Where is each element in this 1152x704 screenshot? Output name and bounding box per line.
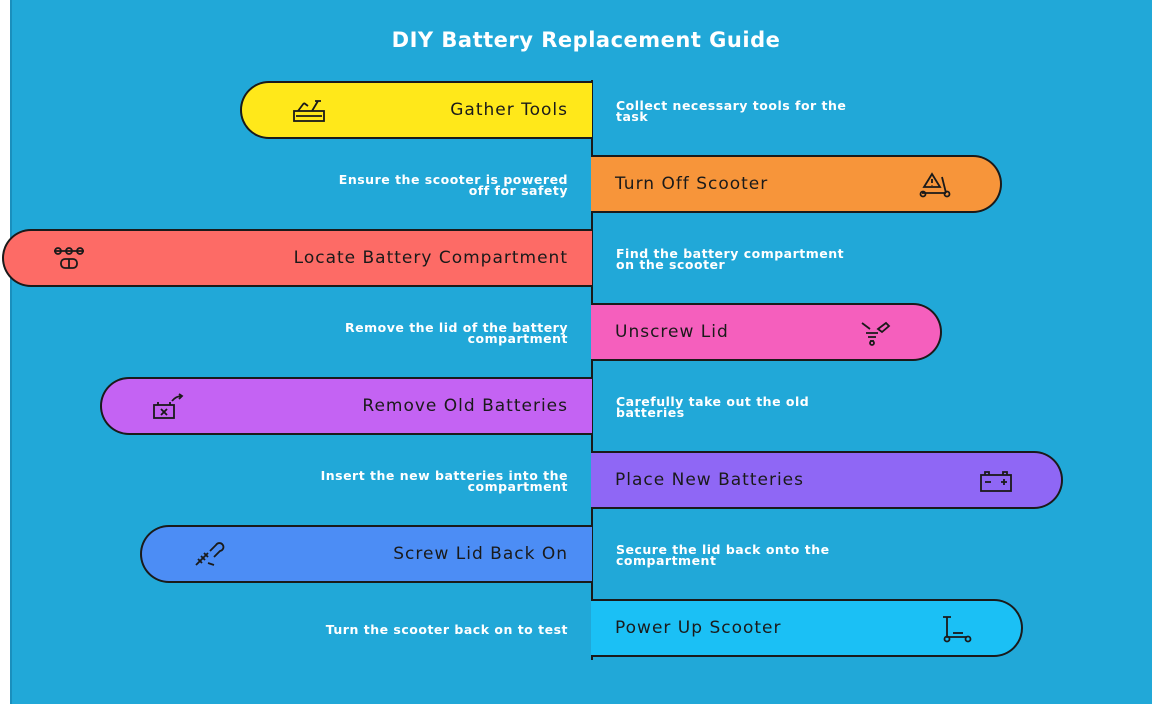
scooter-icon	[939, 615, 973, 643]
screw-wrench-icon	[192, 541, 226, 569]
step-label: Locate Battery Compartment	[293, 248, 568, 268]
toolbox-icon	[292, 97, 326, 125]
remove-battery-icon	[152, 393, 186, 421]
step-label: Turn Off Scooter	[615, 174, 769, 194]
step-label: Place New Batteries	[615, 470, 804, 490]
step-power-up-scooter: Power Up Scooter	[591, 599, 1023, 657]
unscrew-icon	[858, 319, 892, 347]
battery-compartment-icon	[52, 245, 86, 273]
step-description: Turn the scooter back on to test	[325, 622, 568, 637]
step-screw-lid-back-on: Screw Lid Back On	[140, 525, 592, 583]
scooter-warning-icon	[918, 171, 952, 199]
step-label: Power Up Scooter	[615, 618, 782, 638]
step-turn-off-scooter: Turn Off Scooter	[591, 155, 1002, 213]
step-label: Screw Lid Back On	[393, 544, 568, 564]
step-label: Remove Old Batteries	[362, 396, 568, 416]
step-place-new-batteries: Place New Batteries	[591, 451, 1063, 509]
step-unscrew-lid: Unscrew Lid	[591, 303, 942, 361]
battery-icon	[979, 467, 1013, 495]
center-divider	[591, 80, 593, 660]
step-remove-old-batteries: Remove Old Batteries	[100, 377, 592, 435]
step-gather-tools: Gather Tools	[240, 81, 592, 139]
step-locate-battery-compartment: Locate Battery Compartment	[2, 229, 592, 287]
page-title: DIY Battery Replacement Guide	[391, 28, 781, 52]
step-label: Unscrew Lid	[615, 322, 729, 342]
step-label: Gather Tools	[450, 100, 568, 120]
